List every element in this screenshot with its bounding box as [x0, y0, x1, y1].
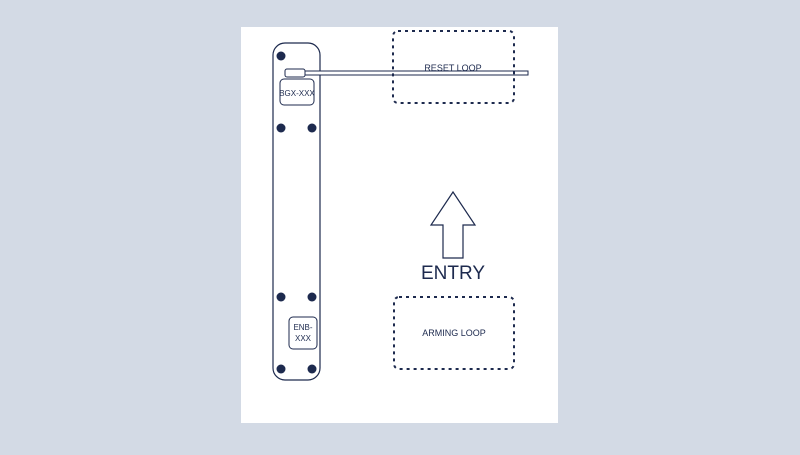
bolt-icon [307, 292, 317, 302]
bolt-icon [276, 123, 286, 133]
bolt-icon [307, 364, 317, 374]
barrier-module-box [279, 78, 315, 106]
arrow-up-icon [429, 190, 477, 259]
bolt-icon [276, 292, 286, 302]
controller-board-box [288, 316, 318, 350]
bolt-icon [276, 364, 286, 374]
barrier-arm [286, 70, 529, 76]
arming-loop [393, 296, 515, 370]
reset-loop-label: RESET LOOP [424, 63, 481, 73]
entry-direction-label: ENTRY [421, 263, 485, 284]
controller-board-label-line1: ENB- [293, 323, 312, 332]
bolt-icon [307, 123, 317, 133]
arm-hinge [284, 68, 306, 78]
controller-board-label-line2: XXX [295, 334, 312, 343]
bolt-top-left-icon [276, 51, 286, 61]
mounting-bolts [276, 51, 317, 374]
barrier-module-label: BGX-XXX [279, 89, 315, 98]
reset-loop [392, 30, 515, 104]
arming-loop-label: ARMING LOOP [422, 328, 486, 338]
